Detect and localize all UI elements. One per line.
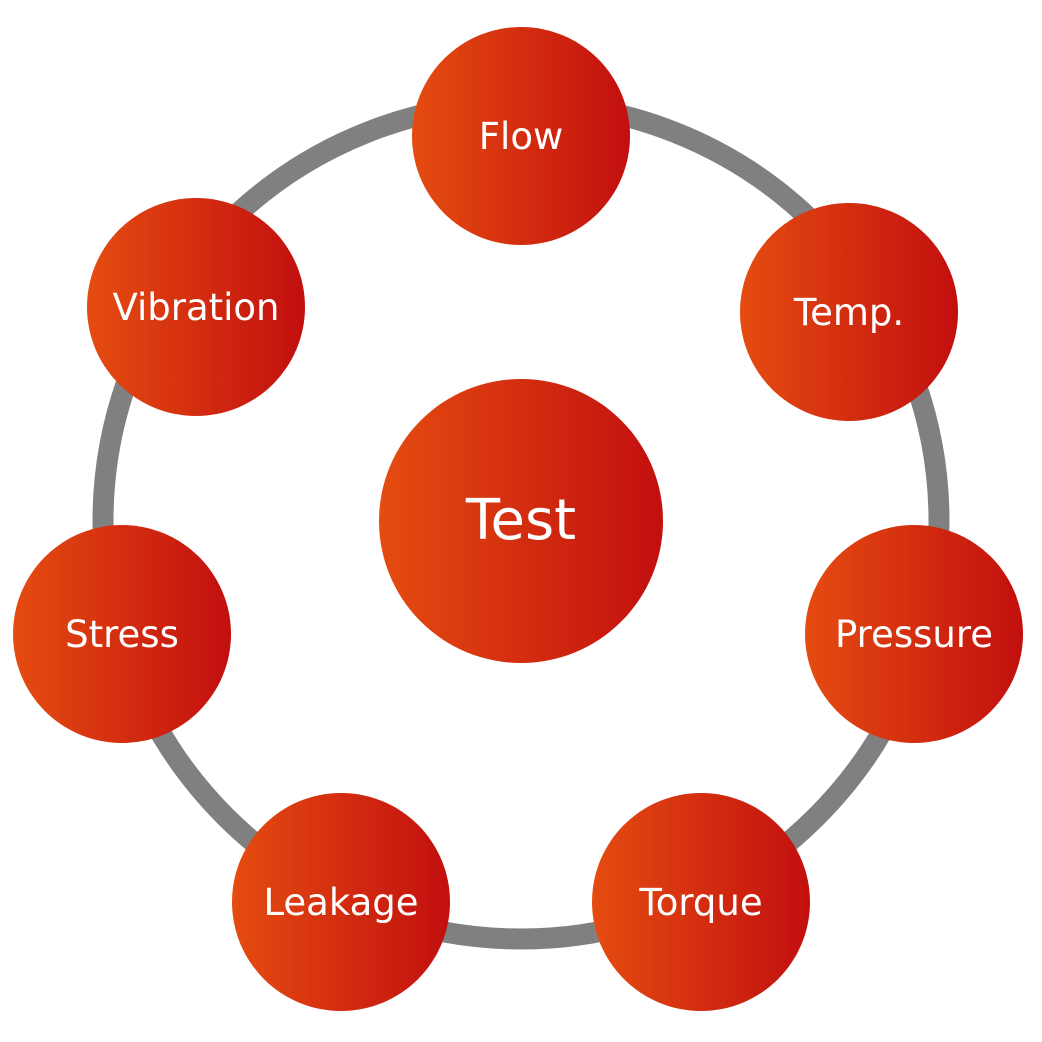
center-node-label: Test — [465, 488, 577, 553]
center-node-test: Test — [379, 379, 663, 663]
node-label-flow: Flow — [478, 114, 564, 158]
node-label-vibration: Vibration — [112, 285, 280, 329]
node-label-torque: Torque — [639, 880, 763, 924]
node-pressure: Pressure — [805, 525, 1023, 743]
node-temp: Temp. — [740, 203, 958, 421]
node-label-temp: Temp. — [793, 290, 905, 334]
node-torque: Torque — [592, 793, 810, 1011]
node-label-stress: Stress — [65, 612, 179, 656]
node-vibration: Vibration — [87, 198, 305, 416]
node-label-pressure: Pressure — [835, 612, 993, 656]
node-leakage: Leakage — [232, 793, 450, 1011]
node-stress: Stress — [13, 525, 231, 743]
node-label-leakage: Leakage — [263, 880, 419, 924]
node-flow: Flow — [412, 27, 630, 245]
